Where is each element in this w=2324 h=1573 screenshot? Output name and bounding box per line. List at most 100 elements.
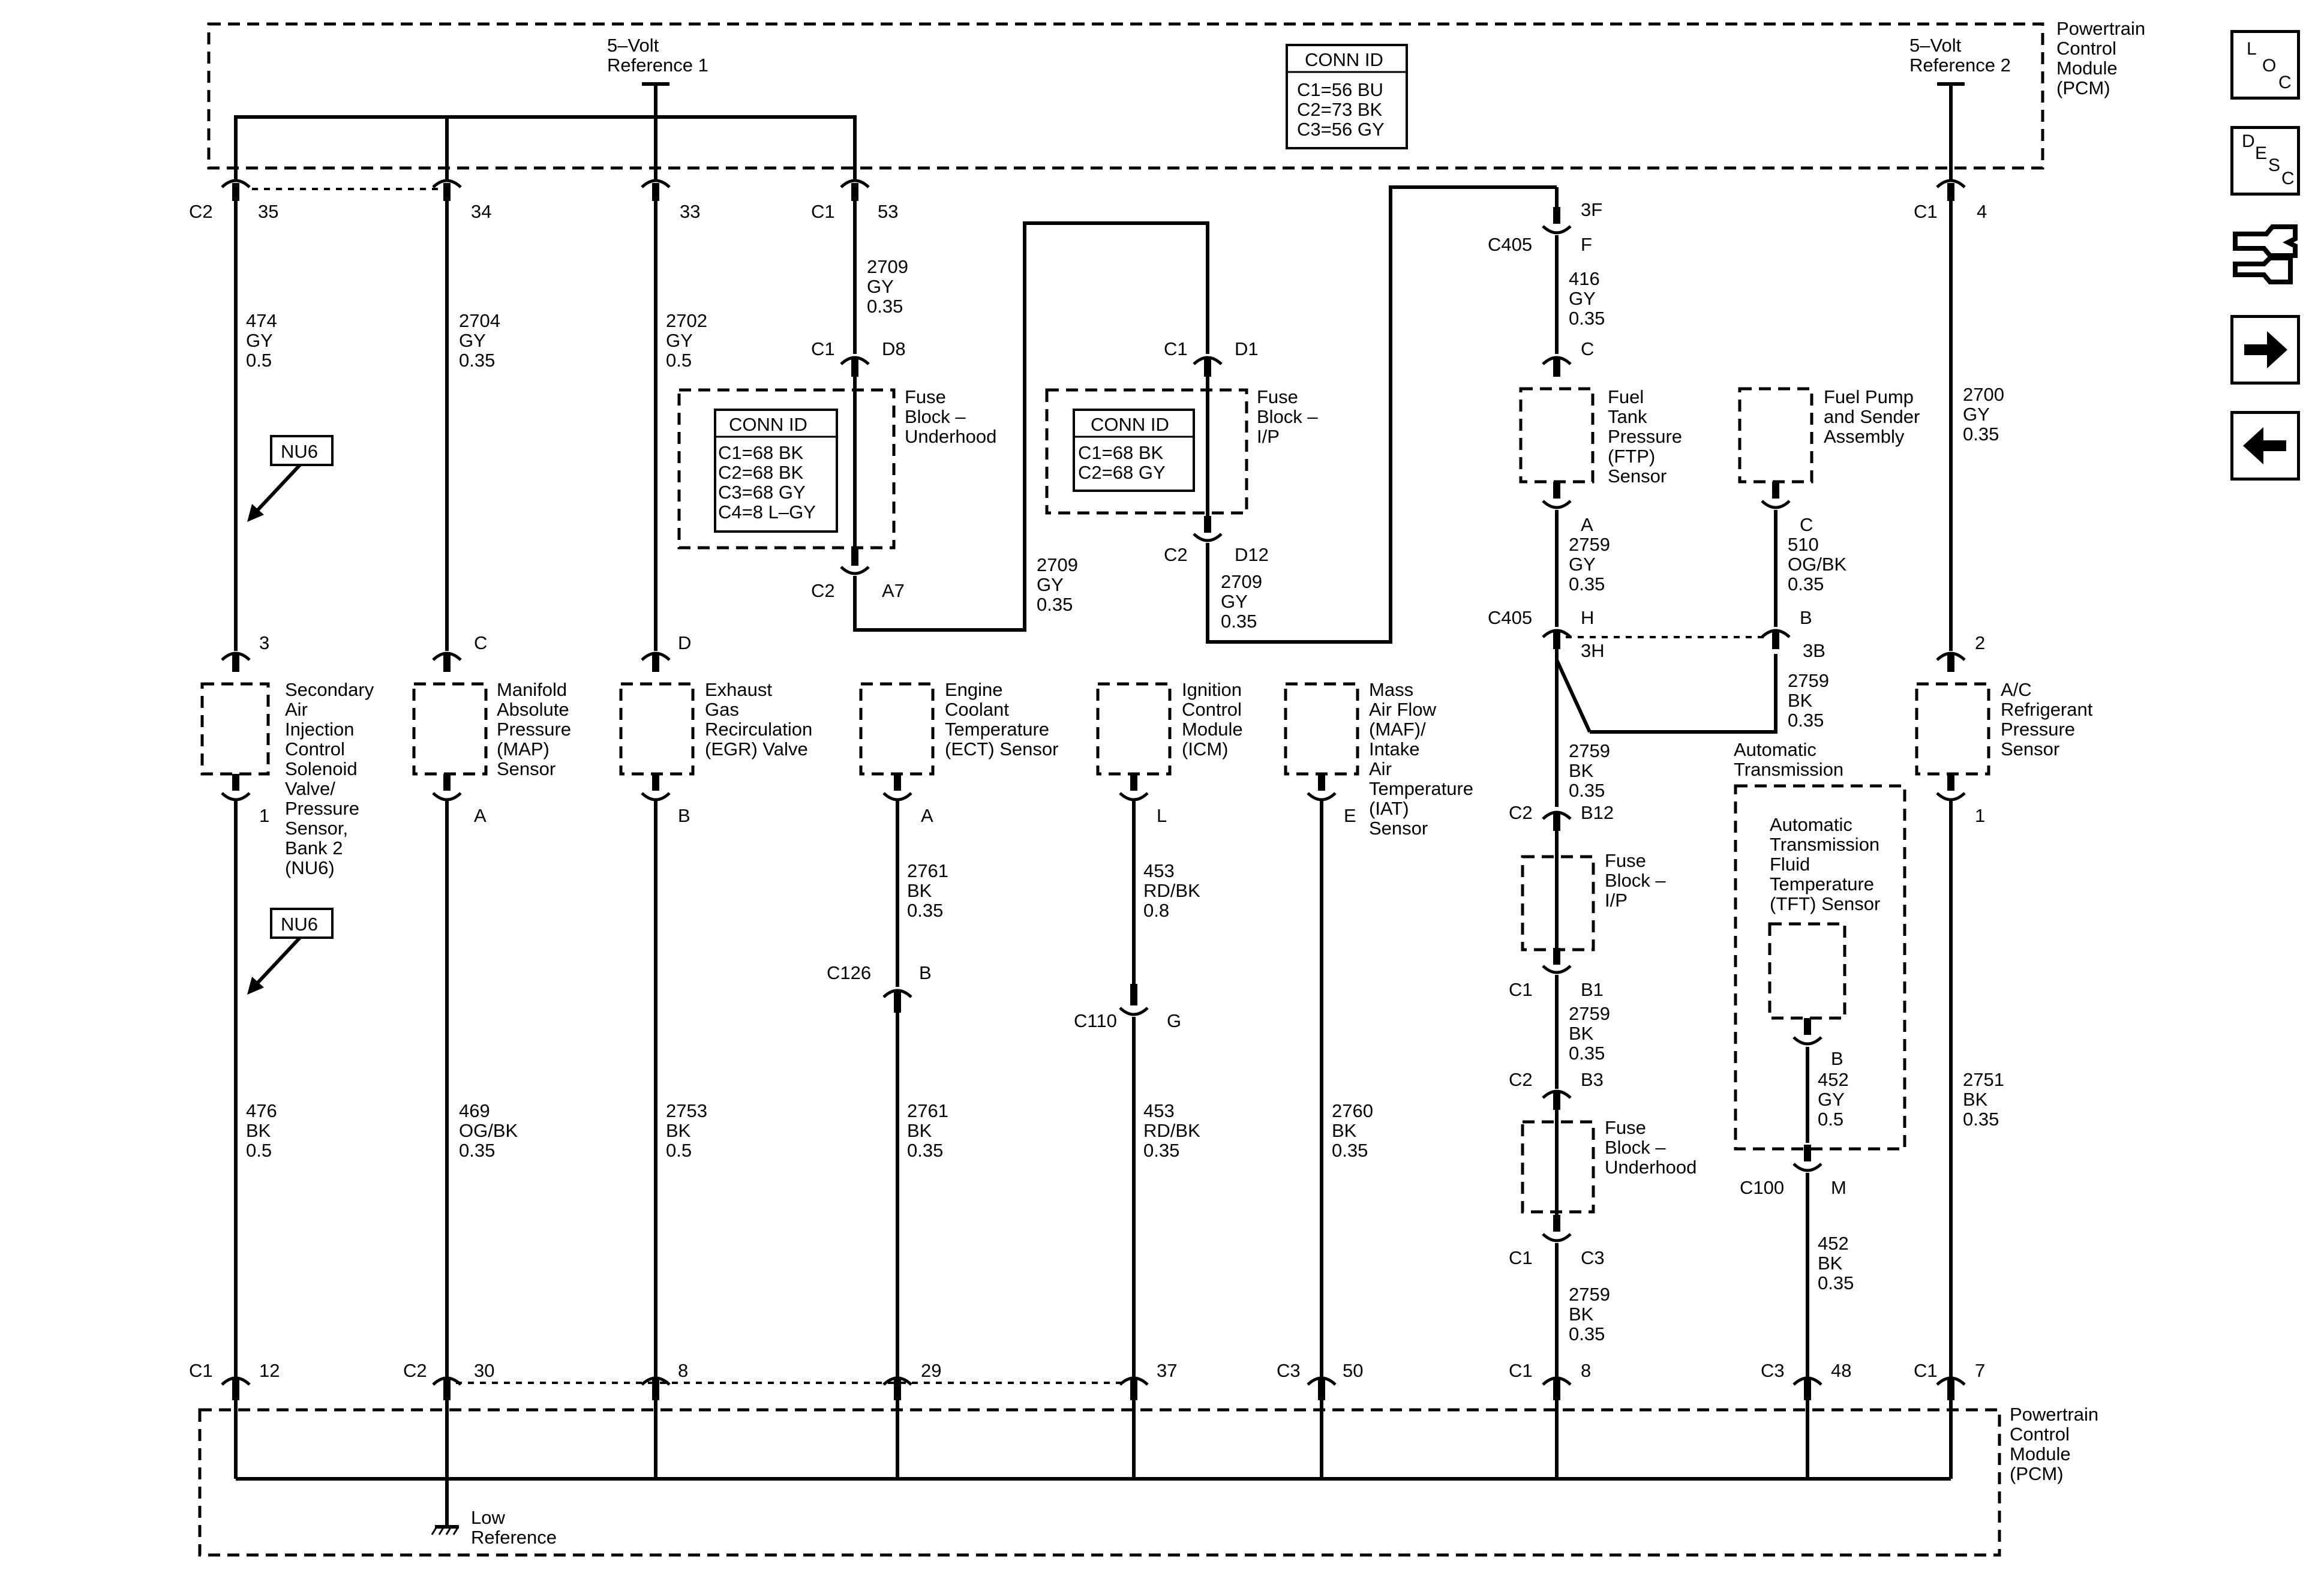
egr-valve-component [619, 682, 695, 776]
svg-text:416: 416 [1569, 268, 1600, 289]
location-button[interactable]: L O C [2230, 30, 2300, 100]
ect-sensor-component [859, 682, 935, 776]
svg-text:3F: 3F [1581, 199, 1602, 220]
svg-text:48: 48 [1831, 1360, 1851, 1381]
svg-text:0.35: 0.35 [1569, 1323, 1605, 1344]
pcm-bottom-box [198, 1408, 2001, 1557]
svg-text:7: 7 [1975, 1360, 1985, 1381]
low-reference-bus: Low Reference [234, 1400, 1953, 1548]
svg-text:3B: 3B [1803, 640, 1825, 661]
svg-text:L: L [1157, 805, 1167, 826]
svg-text:BK: BK [1569, 1304, 1594, 1325]
svg-text:C3: C3 [1761, 1360, 1785, 1381]
svg-text:C1: C1 [811, 338, 835, 359]
svg-text:C1: C1 [1509, 1360, 1533, 1381]
svg-text:D8: D8 [882, 338, 906, 359]
svg-text:C1=56 BU: C1=56 BU [1297, 79, 1383, 100]
loc-letter-o: O [2262, 56, 2277, 76]
svg-text:I/P: I/P [1605, 890, 1628, 911]
svg-text:Temperature: Temperature [1369, 778, 1473, 799]
svg-text:H: H [1581, 607, 1594, 628]
svg-text:5–Volt: 5–Volt [1909, 35, 1962, 56]
svg-text:BK: BK [907, 1120, 932, 1141]
svg-text:C1=68 BK: C1=68 BK [718, 442, 804, 463]
svg-text:Sensor: Sensor [2001, 739, 2059, 760]
svg-text:Air: Air [1369, 758, 1392, 779]
svg-text:(MAP): (MAP) [497, 739, 550, 760]
svg-text:GY: GY [1037, 574, 1064, 595]
svg-text:E: E [1344, 805, 1356, 826]
svg-text:3: 3 [259, 632, 269, 653]
svg-text:C2: C2 [811, 580, 835, 601]
svg-text:Fuse: Fuse [1605, 850, 1646, 871]
fuel-pump-component [1738, 387, 1813, 484]
svg-text:Control: Control [2056, 38, 2116, 59]
svg-text:Secondary: Secondary [285, 679, 374, 700]
svg-text:Exhaust: Exhaust [705, 679, 772, 700]
svg-text:and Sender: and Sender [1824, 406, 1920, 427]
svg-text:Engine: Engine [945, 679, 1003, 700]
svg-text:2709: 2709 [1221, 571, 1262, 592]
svg-text:Ignition: Ignition [1182, 679, 1242, 700]
svg-text:C: C [1800, 514, 1813, 535]
svg-text:GY: GY [1221, 591, 1248, 612]
svg-text:Reference 1: Reference 1 [607, 55, 708, 76]
svg-text:OG/BK: OG/BK [1788, 554, 1847, 575]
svg-text:2761: 2761 [907, 1100, 948, 1121]
svg-text:(PCM): (PCM) [2010, 1463, 2064, 1484]
svg-text:2760: 2760 [1332, 1100, 1373, 1121]
svg-text:GY: GY [666, 330, 693, 351]
svg-text:Coolant: Coolant [945, 699, 1009, 720]
svg-text:0.35: 0.35 [1818, 1272, 1854, 1293]
svg-text:C1: C1 [1914, 1360, 1938, 1381]
svg-text:A: A [921, 805, 933, 826]
svg-text:0.5: 0.5 [666, 1140, 692, 1161]
svg-text:Sensor: Sensor [1608, 466, 1667, 487]
svg-text:Refrigerant: Refrigerant [2001, 699, 2093, 720]
svg-text:0.35: 0.35 [1963, 424, 1999, 445]
svg-text:BK: BK [246, 1120, 271, 1141]
svg-text:2753: 2753 [666, 1100, 707, 1121]
desc-letter-s: S [2268, 155, 2281, 175]
svg-text:Reference: Reference [471, 1527, 557, 1548]
ftp-sensor-label: Fuel Tank Pressure (FTP) Sensor [1608, 386, 1682, 487]
desc-letter-c: C [2281, 169, 2295, 188]
desc-letter-e: E [2255, 143, 2268, 163]
svg-text:C2: C2 [1509, 802, 1533, 823]
svg-text:8: 8 [678, 1360, 688, 1381]
svg-text:C126: C126 [827, 962, 871, 983]
pcm-top-label: Powertrain Control Module (PCM) [2056, 18, 2145, 98]
svg-text:452: 452 [1818, 1233, 1849, 1254]
description-button[interactable]: D E S C [2230, 126, 2300, 196]
connector-icon[interactable] [2230, 216, 2300, 288]
svg-text:C1=68 BK: C1=68 BK [1078, 442, 1164, 463]
svg-text:BK: BK [1788, 690, 1813, 711]
svg-text:C2=68 BK: C2=68 BK [718, 462, 804, 483]
previous-button[interactable] [2230, 411, 2300, 481]
arrow-left-icon [2243, 427, 2286, 464]
svg-text:BK: BK [1569, 760, 1594, 781]
svg-text:Air Flow: Air Flow [1369, 699, 1437, 720]
svg-text:(PCM): (PCM) [2056, 77, 2110, 98]
tft-sensor-component [1768, 922, 1846, 1020]
svg-text:2759: 2759 [1569, 1284, 1610, 1305]
svg-text:RD/BK: RD/BK [1143, 880, 1200, 901]
svg-text:Fuse: Fuse [1257, 386, 1298, 407]
svg-text:0.35: 0.35 [1569, 1043, 1605, 1064]
svg-text:Transmission: Transmission [1770, 834, 1879, 855]
icm-component [1096, 682, 1172, 776]
svg-text:Automatic: Automatic [1770, 814, 1852, 835]
svg-text:C1: C1 [1164, 338, 1188, 359]
svg-text:469: 469 [459, 1100, 490, 1121]
next-button[interactable] [2230, 315, 2300, 385]
connector-icon-graphic [2233, 224, 2298, 284]
svg-text:453: 453 [1143, 1100, 1175, 1121]
svg-text:C2: C2 [1509, 1069, 1533, 1090]
svg-text:B: B [919, 962, 932, 983]
svg-text:0.35: 0.35 [459, 1140, 495, 1161]
svg-text:0.35: 0.35 [1788, 574, 1824, 595]
svg-text:A7: A7 [882, 580, 905, 601]
fuel-pump-label: Fuel Pump and Sender Assembly [1824, 386, 1920, 447]
